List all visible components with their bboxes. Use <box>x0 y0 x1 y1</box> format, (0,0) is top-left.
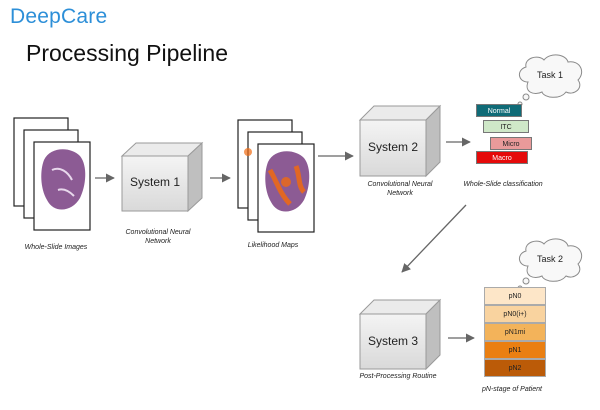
arrow-classification-to-system3 <box>401 204 467 273</box>
class-macro: Macro <box>476 151 528 164</box>
caption-likelihood-maps: Likelihood Maps <box>247 242 299 249</box>
caption-cnn-2: Convolutional Neural Network <box>367 181 433 197</box>
wsi-stack <box>13 117 91 231</box>
task1-cloud <box>517 54 583 107</box>
caption-post-processing: Post-Processing Routine <box>359 373 437 380</box>
system2-cube <box>358 104 442 178</box>
stage-pn1mi: pN1mi <box>484 323 546 341</box>
system1-label: System 1 <box>129 175 180 189</box>
caption-whole-slide-classification: Whole-Slide classification <box>463 181 543 188</box>
page-title: Processing Pipeline <box>26 40 229 66</box>
task2-label: Task 2 <box>536 254 563 264</box>
system3-label: System 3 <box>367 334 418 348</box>
stage-pn2: pN2 <box>484 359 546 377</box>
class-micro: Micro <box>490 137 532 150</box>
system3-cube <box>358 298 442 371</box>
stage-pn0: pN0 <box>484 287 546 305</box>
task2-cloud <box>517 238 583 291</box>
task1-label: Task 1 <box>536 70 563 80</box>
likelihood-map-stack <box>237 119 315 233</box>
caption-whole-slide-images: Whole-Slide Images <box>24 244 88 251</box>
stage-pn0-i-plus: pN0(i+) <box>484 305 546 323</box>
tissue-slide-image <box>41 149 86 210</box>
system2-label: System 2 <box>367 140 418 154</box>
system1-cube <box>120 141 204 213</box>
caption-pn-stage: pN-stage of Patient <box>482 386 542 393</box>
stage-pn1: pN1 <box>484 341 546 359</box>
class-itc: ITC <box>483 120 529 133</box>
caption-cnn-1: Convolutional Neural Network <box>125 229 191 245</box>
brand-logo: DeepCare <box>10 5 108 28</box>
class-normal: Normal <box>476 104 522 117</box>
